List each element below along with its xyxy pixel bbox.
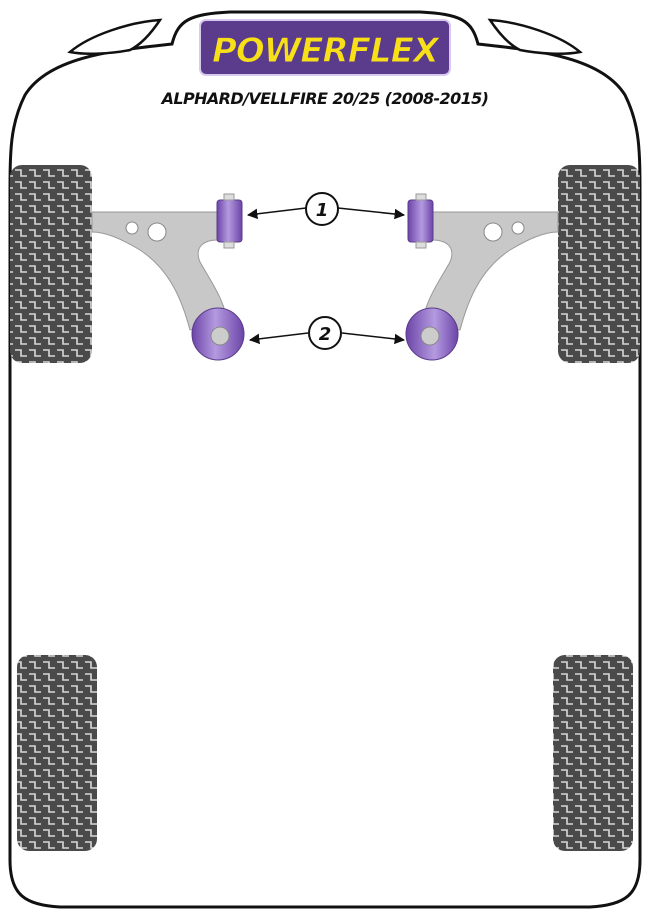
callout-1[interactable]: 1 [246,192,406,226]
left-mirror [67,18,163,55]
vehicle-body-outline [8,10,642,909]
front-left-wheel [10,165,92,363]
front-right-wheel [558,165,640,363]
front-right-lower-arm [405,193,559,361]
rear-right-wheel [553,655,633,851]
callout-1-number: 1 [316,200,329,221]
bush-1-left [216,199,243,243]
callout-2-number: 2 [319,324,332,345]
logo-text: POWERFLEX [212,31,441,71]
powerflex-logo: POWERFLEX [199,19,451,76]
front-left-lower-arm [91,193,245,361]
right-mirror [487,18,583,55]
rear-left-wheel [17,655,97,851]
bush-1-right [407,199,434,243]
vehicle-title: ALPHARD/VELLFIRE 20/25 (2008-2015) [160,89,489,108]
callout-2[interactable]: 2 [248,316,406,350]
